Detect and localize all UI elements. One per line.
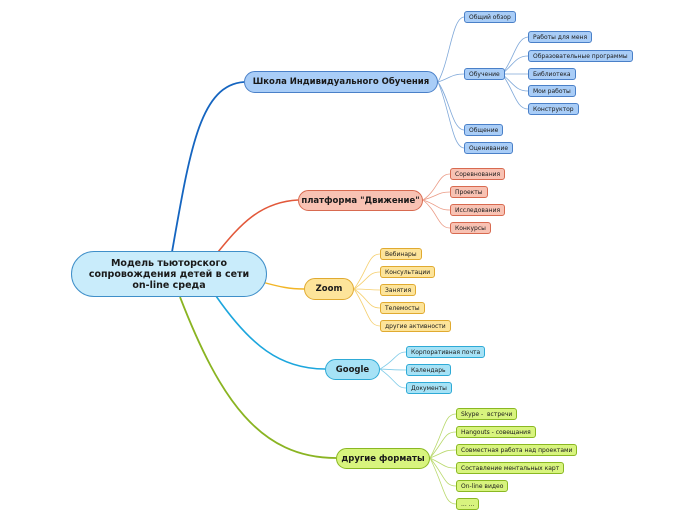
connector-zoom-5 (353, 288, 381, 327)
connector-branch-google (215, 295, 326, 370)
branch-school-label: Школа Индивидуального Обучения (252, 77, 430, 87)
topic-calendar[interactable]: Календарь (406, 364, 451, 376)
branch-zoom[interactable]: Zoom (304, 278, 354, 300)
connector-zoom-1 (353, 253, 381, 290)
topic-label: Составление ментальных карт (461, 464, 560, 472)
branch-other-formats-label: другие форматы (341, 453, 425, 464)
topic-label: Обучение (469, 70, 500, 78)
connector-google-3 (379, 368, 407, 389)
branch-school[interactable]: Школа Индивидуального Обучения (244, 71, 438, 93)
topic-projects[interactable]: Проекты (450, 186, 488, 198)
connector-dvizhenie-2 (422, 191, 451, 201)
connector-zoom-4 (353, 288, 381, 309)
connector-branch-other (179, 296, 337, 459)
connector-google-2 (379, 368, 407, 371)
subtopic-works-for-me[interactable]: Работы для меня (528, 31, 593, 43)
topic-label: On-line видео (461, 482, 504, 490)
topic-label: Занятия (385, 286, 412, 294)
topic-label: Исследования (455, 206, 501, 214)
connector-other-6 (429, 457, 457, 505)
topic-communication[interactable]: Общение (464, 124, 504, 136)
topic-documents[interactable]: Документы (406, 382, 452, 394)
connector-other-5 (429, 457, 457, 487)
topic-learning[interactable]: Обучение (464, 68, 505, 80)
topic-other-activities[interactable]: другие активности (380, 320, 451, 332)
topic-label: Корпоративная почта (411, 348, 481, 356)
topic-label: Общий обзор (469, 13, 511, 21)
branch-zoom-label: Zoom (315, 284, 343, 294)
topic-contests[interactable]: Конкурсы (450, 222, 491, 234)
connector-branch-dvizhenie (217, 199, 299, 253)
topic-skype[interactable]: Skype - встречи (456, 408, 518, 420)
branch-google-label: Google (335, 364, 370, 375)
connector-other-2 (429, 431, 457, 459)
topic-label: Совместная работа над проектами (461, 446, 573, 454)
connector-dvizhenie-4 (422, 199, 451, 229)
topic-label: ... ... (461, 500, 475, 508)
connector-zoom-2 (353, 271, 381, 290)
connector-school-learning (437, 73, 465, 83)
connector-dvizhenie-1 (422, 173, 451, 201)
topic-online-video[interactable]: On-line видео (456, 480, 509, 492)
central-topic[interactable]: Модель тьюторского сопровождения детей в… (71, 251, 267, 297)
topic-label: Проекты (455, 188, 483, 196)
topic-label: Конкурсы (455, 224, 486, 232)
topic-label: Оценивание (469, 144, 509, 152)
connector-school-overview (437, 16, 465, 83)
subtopic-my-works[interactable]: Мои работы (528, 85, 576, 97)
topic-label: другие активности (385, 322, 446, 330)
topic-label: Вебинары (385, 250, 417, 258)
subtopic-educational-programs[interactable]: Образовательные программы (528, 50, 633, 62)
connector-branch-school (171, 81, 245, 253)
topic-mind-maps[interactable]: Составление ментальных карт (456, 462, 565, 474)
topic-label: Соревнования (455, 170, 501, 178)
topic-label: Консультации (385, 268, 431, 276)
topic-assessment[interactable]: Оценивание (464, 142, 514, 154)
topic-hangouts[interactable]: Hangouts - совещания (456, 426, 536, 438)
branch-google[interactable]: Google (325, 359, 380, 380)
topic-label: Образовательные программы (533, 52, 628, 60)
connector-zoom-3 (353, 288, 381, 291)
topic-label: Общение (469, 126, 499, 134)
topic-label: Документы (411, 384, 447, 392)
topic-joint-projects[interactable]: Совместная работа над проектами (456, 444, 578, 456)
topic-label: Календарь (411, 366, 446, 374)
topic-label: Телемосты (385, 304, 420, 312)
topic-telebridges[interactable]: Телемосты (380, 302, 425, 314)
topic-label: Skype - встречи (461, 410, 513, 418)
connector-other-4 (429, 457, 457, 469)
topic-more[interactable]: ... ... (456, 498, 480, 510)
topic-label: Мои работы (533, 87, 571, 95)
topic-corporate-mail[interactable]: Корпоративная почта (406, 346, 486, 358)
topic-consultations[interactable]: Консультации (380, 266, 436, 278)
branch-dvizhenie-label: платформа "Движение" (301, 195, 420, 206)
topic-lessons[interactable]: Занятия (380, 284, 417, 296)
connector-dvizhenie-3 (422, 199, 451, 211)
topic-label: Конструктор (533, 105, 574, 113)
connector-school-assessment (437, 81, 465, 149)
subtopic-library[interactable]: Библиотека (528, 68, 576, 80)
connector-learning-4 (501, 73, 529, 92)
connector-school-communication (437, 81, 465, 131)
topic-label: Hangouts - совещания (461, 428, 531, 436)
connector-learning-1 (501, 36, 529, 75)
subtopic-constructor[interactable]: Конструктор (528, 103, 579, 115)
topic-label: Работы для меня (533, 33, 588, 41)
topic-webinars[interactable]: Вебинары (380, 248, 422, 260)
connector-google-1 (379, 351, 407, 370)
branch-other-formats[interactable]: другие форматы (336, 448, 430, 469)
central-topic-label: Модель тьюторского сопровождения детей в… (88, 257, 250, 291)
connector-other-1 (429, 413, 457, 459)
topic-competitions[interactable]: Соревнования (450, 168, 506, 180)
connector-other-3 (429, 449, 457, 459)
topic-research[interactable]: Исследования (450, 204, 506, 216)
topic-general-overview[interactable]: Общий обзор (464, 11, 516, 23)
connector-branch-zoom (261, 281, 305, 290)
branch-dvizhenie[interactable]: платформа "Движение" (298, 190, 423, 211)
topic-label: Библиотека (533, 70, 571, 78)
connector-learning-5 (501, 73, 529, 110)
connector-learning-2 (501, 55, 529, 75)
